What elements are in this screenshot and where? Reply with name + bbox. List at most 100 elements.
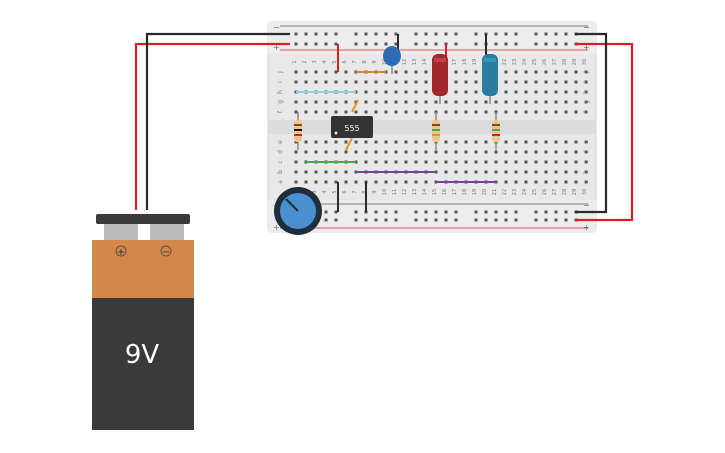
breadboard-hole[interactable] [564,70,568,74]
breadboard-hole[interactable] [564,110,568,114]
breadboard-hole[interactable] [394,150,398,154]
breadboard-hole[interactable] [424,110,428,114]
breadboard-hole[interactable] [414,150,418,154]
breadboard-hole[interactable] [304,140,308,144]
breadboard-hole[interactable] [474,80,478,84]
breadboard-hole[interactable] [324,180,328,184]
breadboard-hole[interactable] [454,100,458,104]
breadboard-hole[interactable] [544,160,548,164]
breadboard-hole[interactable] [524,140,528,144]
rail-hole[interactable] [544,218,548,222]
rail-hole[interactable] [334,42,338,46]
breadboard-hole[interactable] [504,170,508,174]
breadboard-hole[interactable] [404,160,408,164]
rail-hole[interactable] [364,32,368,36]
breadboard-hole[interactable] [474,160,478,164]
breadboard-hole[interactable] [554,80,558,84]
breadboard-hole[interactable] [444,110,448,114]
rail-hole[interactable] [534,42,538,46]
breadboard-hole[interactable] [564,150,568,154]
breadboard-hole[interactable] [554,70,558,74]
breadboard-hole[interactable] [514,180,518,184]
breadboard-hole[interactable] [324,170,328,174]
rail-hole[interactable] [394,42,398,46]
breadboard-hole[interactable] [294,110,298,114]
breadboard-hole[interactable] [374,160,378,164]
rail-hole[interactable] [424,218,428,222]
rail-hole[interactable] [294,32,298,36]
breadboard-hole[interactable] [354,110,358,114]
rail-hole[interactable] [514,32,518,36]
breadboard-hole[interactable] [504,180,508,184]
breadboard-hole[interactable] [514,160,518,164]
breadboard-hole[interactable] [384,150,388,154]
breadboard-hole[interactable] [314,180,318,184]
breadboard-hole[interactable] [524,70,528,74]
breadboard-hole[interactable] [474,170,478,174]
breadboard-hole[interactable] [514,100,518,104]
breadboard-hole[interactable] [564,140,568,144]
rail-hole[interactable] [534,218,538,222]
rail-hole[interactable] [434,32,438,36]
breadboard-hole[interactable] [374,80,378,84]
breadboard-hole[interactable] [464,110,468,114]
rail-hole[interactable] [474,210,478,214]
breadboard-hole[interactable] [404,80,408,84]
rail-hole[interactable] [364,42,368,46]
breadboard-hole[interactable] [344,110,348,114]
breadboard-hole[interactable] [324,140,328,144]
breadboard-hole[interactable] [514,140,518,144]
rail-hole[interactable] [564,32,568,36]
breadboard-hole[interactable] [584,90,588,94]
rail-hole[interactable] [454,42,458,46]
rail-hole[interactable] [414,42,418,46]
breadboard-hole[interactable] [454,150,458,154]
breadboard-hole[interactable] [504,100,508,104]
breadboard-hole[interactable] [464,70,468,74]
breadboard-hole[interactable] [374,180,378,184]
rail-hole[interactable] [314,42,318,46]
breadboard-hole[interactable] [334,100,338,104]
breadboard-hole[interactable] [564,160,568,164]
breadboard-hole[interactable] [334,110,338,114]
breadboard-hole[interactable] [514,70,518,74]
breadboard-hole[interactable] [354,150,358,154]
breadboard-hole[interactable] [514,110,518,114]
rail-hole[interactable] [384,210,388,214]
breadboard-hole[interactable] [394,160,398,164]
breadboard-hole[interactable] [454,140,458,144]
battery-black-wire[interactable] [145,32,290,210]
rail-hole[interactable] [394,210,398,214]
breadboard-hole[interactable] [334,180,338,184]
breadboard-hole[interactable] [294,150,298,154]
breadboard-hole[interactable] [574,90,578,94]
rail-hole[interactable] [544,42,548,46]
breadboard-hole[interactable] [574,110,578,114]
breadboard-hole[interactable] [444,100,448,104]
breadboard-hole[interactable] [324,100,328,104]
rail-hole[interactable] [564,42,568,46]
breadboard-hole[interactable] [514,90,518,94]
breadboard-hole[interactable] [314,100,318,104]
rail-hole[interactable] [554,32,558,36]
breadboard-hole[interactable] [454,110,458,114]
breadboard-hole[interactable] [294,80,298,84]
rail-hole[interactable] [374,210,378,214]
breadboard-hole[interactable] [454,170,458,174]
breadboard-hole[interactable] [554,180,558,184]
rail-hole[interactable] [434,218,438,222]
breadboard-hole[interactable] [554,100,558,104]
breadboard-hole[interactable] [544,70,548,74]
breadboard-hole[interactable] [444,150,448,154]
rail-hole[interactable] [504,210,508,214]
breadboard-hole[interactable] [424,70,428,74]
rail-hole[interactable] [494,218,498,222]
breadboard-hole[interactable] [544,100,548,104]
rail-hole[interactable] [484,210,488,214]
breadboard-hole[interactable] [314,150,318,154]
breadboard-hole[interactable] [564,170,568,174]
breadboard-hole[interactable] [554,140,558,144]
breadboard-hole[interactable] [544,80,548,84]
breadboard-hole[interactable] [434,150,438,154]
breadboard-hole[interactable] [524,80,528,84]
